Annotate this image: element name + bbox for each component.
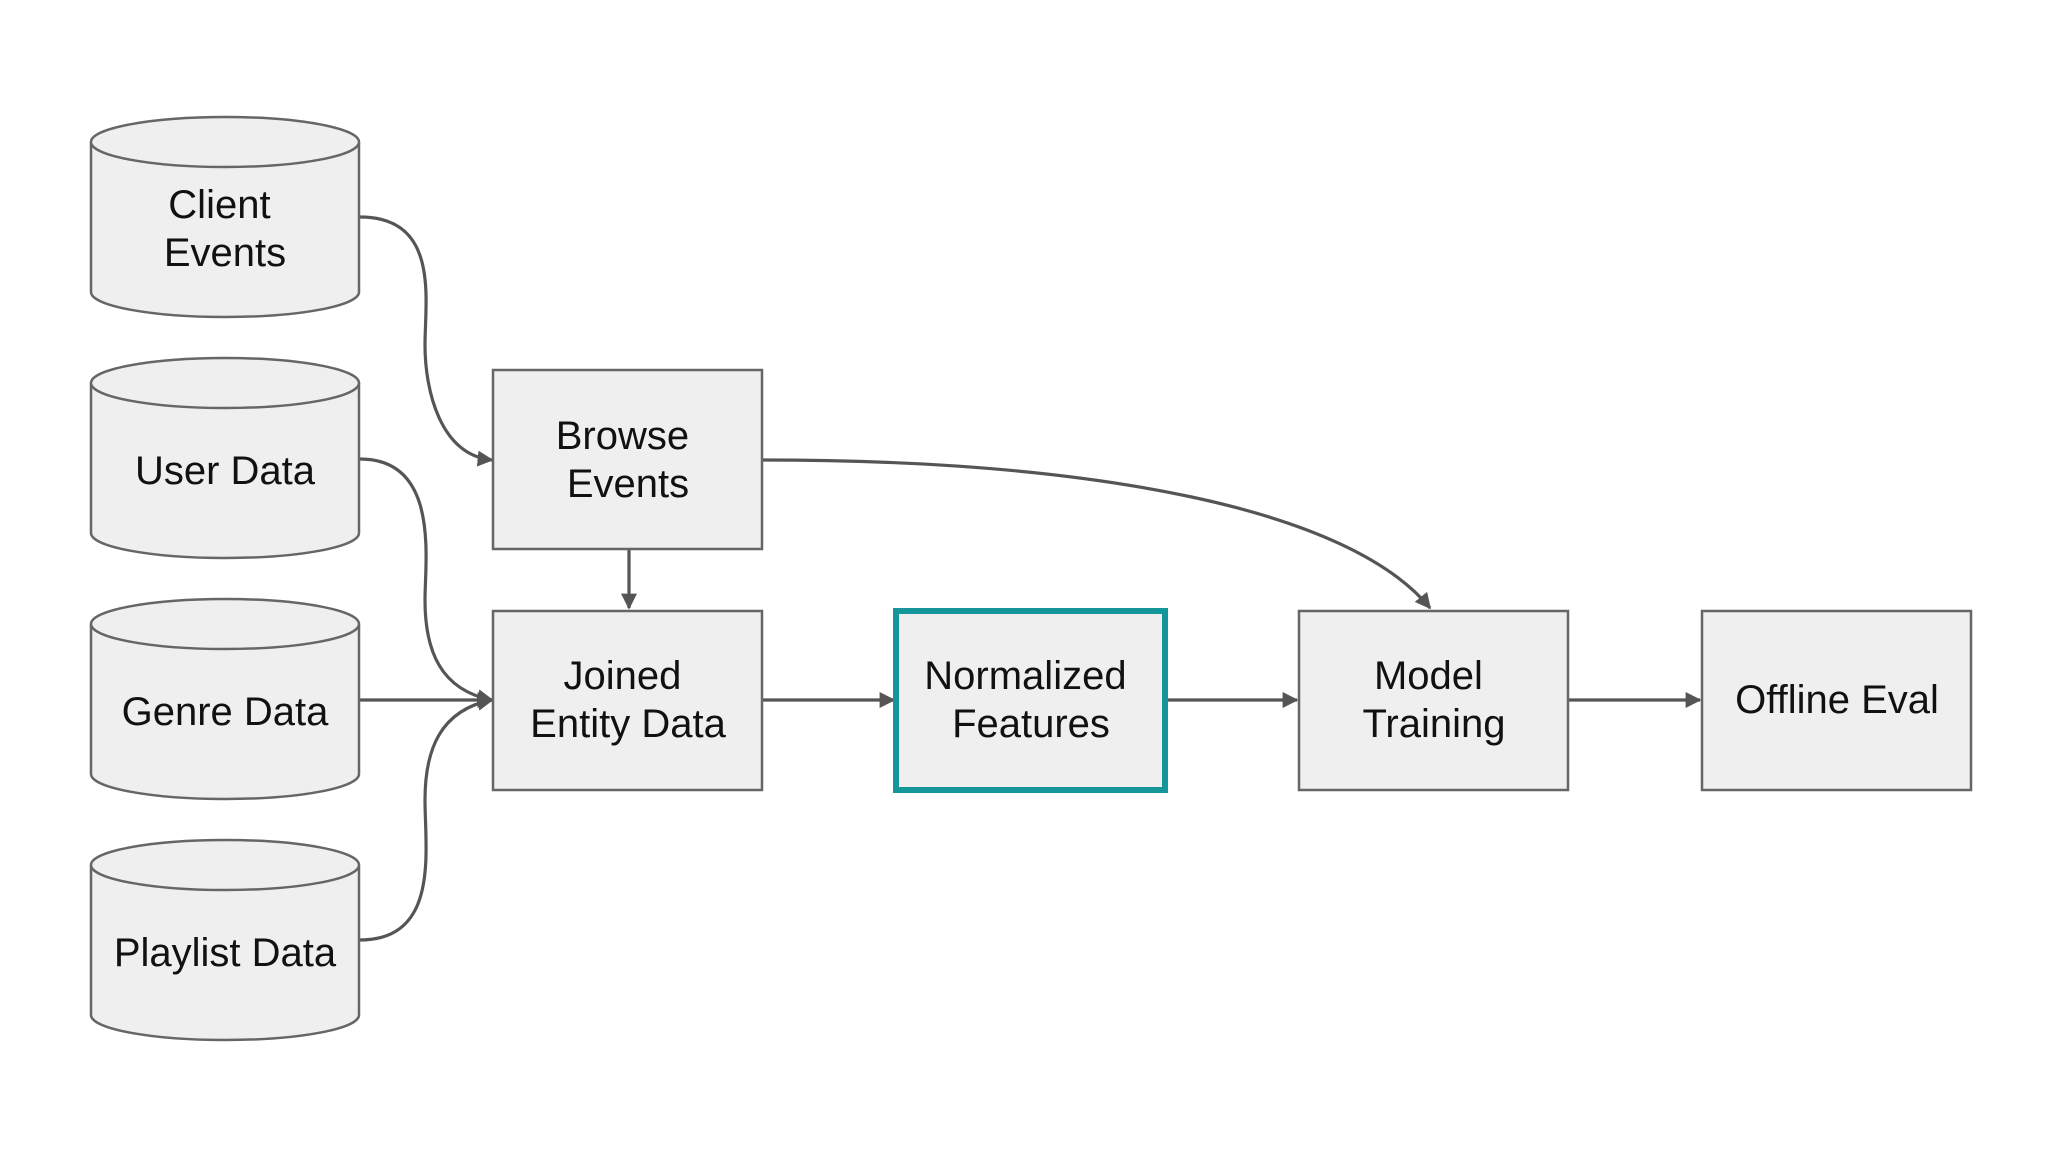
- svg-text:Normalized Features: Normalized Features: [924, 654, 1137, 746]
- edges-group: [359, 215, 1702, 942]
- svg-text:Offline Eval: Offline Eval: [1735, 678, 1939, 722]
- svg-text:Joined Entity Data: Joined Entity Data: [530, 654, 726, 746]
- node-label-line: Events: [164, 231, 286, 275]
- node-playlist-data: Playlist Data: [89, 838, 361, 1042]
- process-box: [491, 609, 764, 792]
- process-box: [1297, 609, 1570, 792]
- node-genre-data: Genre Data: [89, 597, 361, 801]
- edge-browse-events-to-model-training: [762, 458, 1432, 610]
- node-label-line: Training: [1362, 702, 1505, 746]
- cylinder-top: [89, 356, 361, 410]
- edge-user-data-to-joined-entity-data: [359, 457, 494, 706]
- node-label-line: Events: [567, 462, 689, 506]
- node-normalized-features: Normalized Features: [893, 608, 1168, 793]
- svg-text:Browse Events: Browse Events: [556, 414, 701, 506]
- cylinder-body: [89, 142, 361, 319]
- process-box: [1700, 609, 1973, 792]
- svg-text:Playlist Data: Playlist Data: [114, 931, 337, 975]
- cylinder-body: [89, 624, 361, 801]
- node-browse-events: Browse Events: [491, 368, 764, 551]
- cylinder-top: [89, 838, 361, 892]
- node-label-line: Joined: [564, 654, 682, 698]
- node-label-line: Features: [952, 702, 1110, 746]
- node-user-data: User Data: [89, 356, 361, 560]
- cylinder-top: [89, 597, 361, 651]
- process-box: [491, 368, 764, 551]
- edge-client-events-to-browse-events: [359, 215, 494, 467]
- node-label-line: Normalized: [924, 654, 1126, 698]
- node-label-line: Entity Data: [530, 702, 726, 746]
- svg-text:User Data: User Data: [135, 449, 316, 493]
- cylinder-body: [89, 865, 361, 1042]
- node-label-line: Playlist Data: [114, 931, 337, 975]
- node-model-training: Model Training: [1297, 609, 1570, 792]
- node-offline-eval: Offline Eval: [1700, 609, 1973, 792]
- node-label-line: Client: [168, 183, 270, 227]
- cylinder-body: [89, 383, 361, 560]
- svg-text:Genre Data: Genre Data: [122, 690, 330, 734]
- node-label-line: Offline Eval: [1735, 678, 1939, 722]
- node-label-line: Browse: [556, 414, 689, 458]
- node-joined-entity-data: Joined Entity Data: [491, 609, 764, 792]
- svg-text:Model Training: Model Training: [1362, 654, 1505, 746]
- node-label-line: User Data: [135, 449, 316, 493]
- cylinder-top: [89, 115, 361, 169]
- process-box-highlighted: [893, 608, 1168, 793]
- svg-text:Client Events: Client Events: [164, 183, 286, 275]
- node-label-line: Genre Data: [122, 690, 330, 734]
- node-label-line: Model: [1374, 654, 1483, 698]
- edge-playlist-data-to-joined-entity-data: [359, 694, 494, 942]
- node-client-events: Client Events: [89, 115, 361, 319]
